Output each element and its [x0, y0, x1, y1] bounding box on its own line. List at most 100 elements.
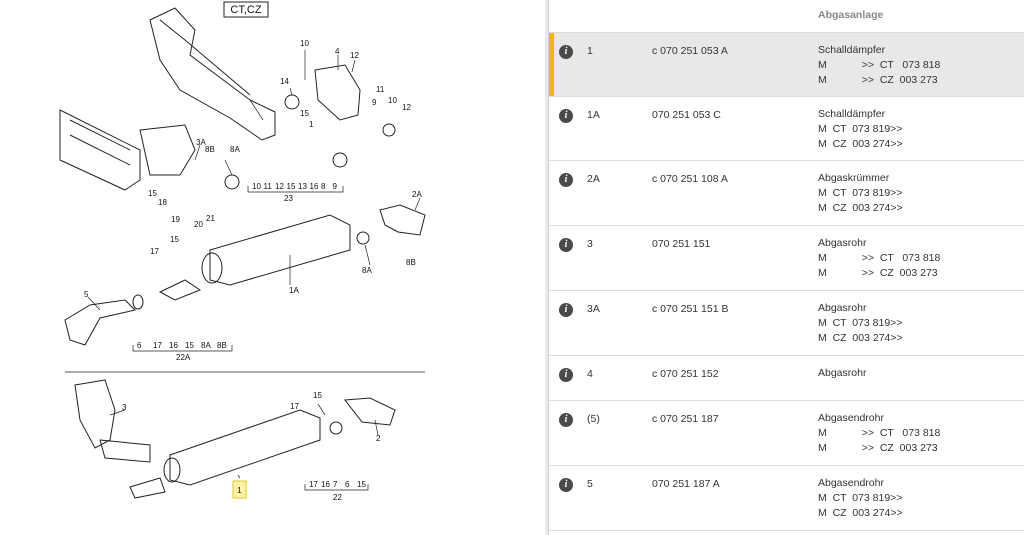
part-description-line: M >> CZ 003 273: [818, 442, 938, 454]
callout-1: 1: [309, 120, 314, 129]
callout-18: 18: [158, 198, 167, 207]
callout-14: 14: [280, 77, 289, 86]
part-description-line: Abgaskrümmer: [818, 172, 890, 184]
part-number: 070 251 151: [652, 238, 711, 250]
part-description-line: M CZ 003 274>>: [818, 202, 903, 214]
info-icon[interactable]: i: [559, 45, 573, 59]
flange-ring-e: [382, 123, 396, 137]
part-description-line: M CZ 003 274>>: [818, 332, 903, 344]
callout-1a: 1A: [289, 286, 299, 295]
part-number: c 070 251 108 A: [652, 173, 728, 185]
part-description-line: Abgasrohr: [818, 302, 867, 314]
callout-5: 5: [84, 290, 89, 299]
callout-21: 21: [206, 214, 215, 223]
part-description-line: M >> CZ 003 273: [818, 267, 938, 279]
muffler-1-shape: [169, 409, 321, 486]
muffler-1a-end: [201, 252, 223, 284]
selected-callout-box[interactable]: [232, 480, 247, 499]
part-position: 4: [587, 368, 593, 380]
callout-15b: 15: [148, 189, 157, 198]
callout-15d: 15: [313, 391, 322, 400]
leader-lines: [87, 50, 421, 479]
lower-bracket: [99, 439, 151, 463]
legend-item: 8A: [201, 341, 211, 350]
callout-4: 4: [335, 47, 340, 56]
callout-1-selected: 1: [237, 486, 242, 495]
legend-bracket-22a: [132, 345, 233, 352]
info-icon[interactable]: i: [559, 109, 573, 123]
info-icon[interactable]: i: [559, 478, 573, 492]
part-number: c 070 251 053 A: [652, 45, 728, 57]
callout-3: 3: [122, 403, 127, 412]
legend-22a: 6 17 16 15 8A 8B: [137, 341, 227, 350]
lower-tailpipe: [129, 477, 166, 499]
callout-8b: 8B: [205, 145, 215, 154]
part-position: 3: [587, 238, 593, 250]
pipe-clamp-ring: [132, 294, 144, 310]
parts-list-title: Abgasanlage: [818, 9, 884, 21]
info-icon[interactable]: i: [559, 368, 573, 382]
callout-3a: 3A: [196, 138, 206, 147]
flange-ring-a: [284, 94, 300, 110]
flange-ring-d: [356, 231, 370, 245]
legend-item: 15: [185, 341, 194, 350]
legend-item: 8B: [217, 341, 227, 350]
legend-bracket-22: [304, 484, 369, 491]
part-number: 070 251 187 A: [652, 478, 720, 490]
callout-8a-2: 8A: [362, 266, 372, 275]
legend-item: 17: [153, 341, 162, 350]
legend-item: 9: [333, 182, 338, 191]
part-position: 1: [587, 45, 593, 57]
callout-19: 19: [171, 215, 180, 224]
legend-item: 6: [137, 341, 142, 350]
legend-22-total: 22: [333, 493, 342, 502]
part-description-line: Schalldämpfer: [818, 44, 886, 56]
callout-10: 10: [300, 39, 309, 48]
callout-2: 2: [376, 434, 381, 443]
part-description-line: Abgasendrohr: [818, 477, 884, 489]
part-description: Abgasrohr: [818, 366, 866, 381]
muffler-1a-shape: [209, 214, 351, 286]
part-description-line: M >> CT 073 818: [818, 252, 941, 264]
callout-20: 20: [194, 220, 203, 229]
callout-12: 12: [350, 51, 359, 60]
part-number: 070 251 053 C: [652, 109, 721, 121]
info-icon[interactable]: i: [559, 238, 573, 252]
callout-9: 9: [372, 98, 377, 107]
callout-11: 11: [376, 85, 385, 94]
legend-item: 6: [345, 480, 350, 489]
legend-item: 13: [298, 182, 307, 191]
part-position: (5): [587, 413, 600, 425]
info-icon[interactable]: i: [559, 413, 573, 427]
info-icon[interactable]: i: [559, 173, 573, 187]
legend-item: 11: [264, 182, 273, 191]
part-description-line: M >> CZ 003 273: [818, 74, 938, 86]
part-description-line: Schalldämpfer: [818, 108, 886, 120]
part-description-line: Abgasendrohr: [818, 412, 884, 424]
info-icon[interactable]: i: [559, 303, 573, 317]
callout-10b: 10: [388, 96, 397, 105]
legend-item: 16: [169, 341, 178, 350]
flange-ring-b: [332, 152, 348, 168]
part-position: 5: [587, 478, 593, 490]
panel-divider[interactable]: [545, 0, 549, 535]
callout-8a: 8A: [230, 145, 240, 154]
lower-elbow-2: [344, 397, 396, 426]
part-position: 1A: [587, 109, 600, 121]
part-description-line: M CT 073 819>>: [818, 317, 903, 329]
part-description-line: M CZ 003 274>>: [818, 138, 903, 150]
